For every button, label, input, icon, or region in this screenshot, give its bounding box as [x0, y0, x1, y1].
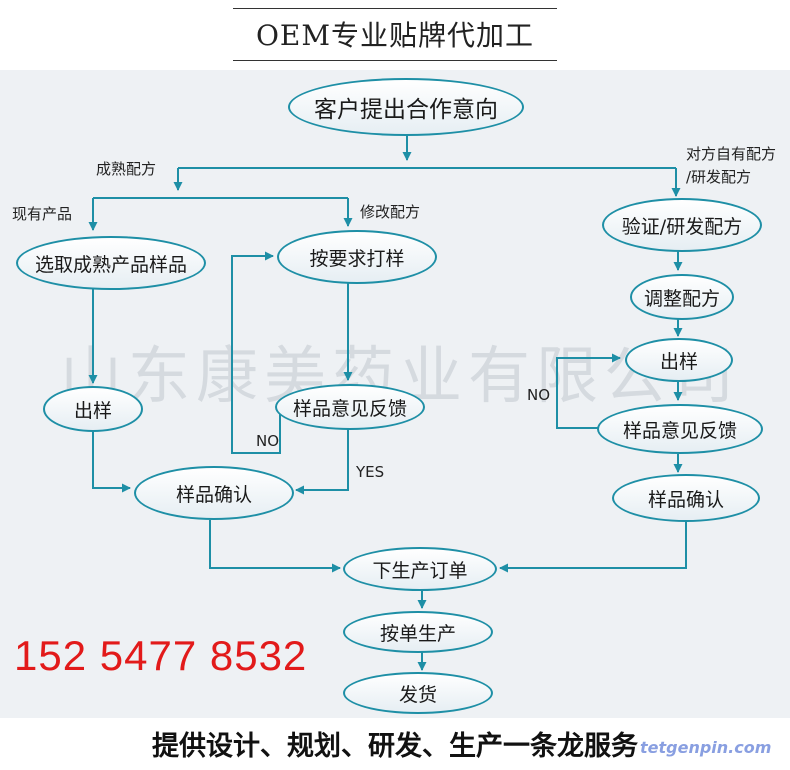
- connector-left-to-order: [209, 520, 341, 573]
- connector-no-loop-mid: [231, 251, 281, 454]
- label-no-mid: NO: [256, 432, 280, 450]
- label-modify-formula: 修改配方: [360, 203, 421, 221]
- label-mature-formula: 成熟配方: [96, 160, 157, 178]
- node-adjust-formula: 调整配方: [630, 274, 734, 320]
- node-feedback-right: 样品意见反馈: [597, 404, 763, 454]
- connector-sample-to-confirm: [92, 432, 131, 493]
- website-watermark: tetgenpin.com: [640, 738, 772, 757]
- connector-right-to-order: [499, 520, 687, 573]
- phone-number: 152 5477 8532: [14, 632, 308, 679]
- page-title: OEM专业贴牌代加工: [255, 19, 535, 52]
- label-no-right: NO: [527, 386, 551, 404]
- node-select-product: 选取成熟产品样品: [16, 236, 206, 290]
- node-feedback-mid: 样品意见反馈: [275, 384, 425, 430]
- node-sample-on-demand: 按要求打样: [277, 230, 437, 284]
- title-bottom-rule: [233, 60, 557, 61]
- label-existing-product: 现有产品: [12, 205, 73, 223]
- node-verify-develop: 验证/研发配方: [602, 198, 762, 252]
- node-produce: 按单生产: [343, 611, 493, 653]
- service-slogan: 提供设计、规划、研发、生产一条龙服务: [152, 731, 638, 762]
- header: OEM专业贴牌代加工: [0, 0, 790, 68]
- node-confirm-right: 样品确认: [612, 474, 760, 522]
- label-own-formula-1: 对方自有配方: [686, 145, 777, 163]
- node-confirm-left: 样品确认: [134, 466, 294, 520]
- node-ship: 发货: [343, 672, 493, 714]
- title-top-rule: [233, 8, 557, 9]
- label-yes-mid: YES: [356, 463, 385, 481]
- node-sample-left: 出样: [43, 386, 143, 432]
- connector-no-loop-right: [556, 353, 621, 429]
- node-sample-right: 出样: [625, 338, 733, 382]
- node-place-order: 下生产订单: [343, 547, 497, 591]
- connector-yes: [295, 429, 349, 495]
- node-start: 客户提出合作意向: [288, 78, 524, 136]
- label-own-formula-2: /研发配方: [686, 168, 752, 186]
